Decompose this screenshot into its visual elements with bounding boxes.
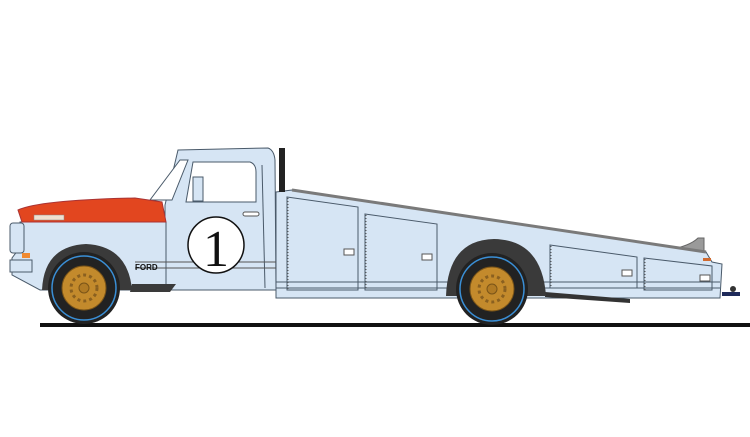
hitch-ball	[730, 286, 736, 292]
hub-cap	[486, 283, 498, 295]
grille	[9, 222, 25, 254]
bumper	[9, 259, 33, 273]
ground-line	[40, 323, 750, 327]
exhaust-pipe	[545, 292, 630, 303]
storage-door	[286, 196, 359, 291]
tire-ring	[51, 255, 117, 321]
hitch	[722, 292, 740, 296]
exhaust-stack	[279, 148, 285, 192]
storage-door	[643, 257, 713, 291]
tail-light	[703, 258, 711, 261]
race-number: 1	[203, 221, 229, 278]
storage-door	[364, 213, 438, 291]
windshield	[149, 159, 189, 201]
side-mirror	[192, 176, 204, 202]
marker-light	[22, 253, 30, 258]
tire-ring	[459, 256, 525, 322]
bed-rail	[291, 188, 707, 254]
door-handle	[242, 211, 260, 217]
storage-door	[549, 244, 638, 289]
ford-badge: FORD	[135, 263, 158, 272]
door-latch	[421, 253, 433, 261]
race-number-roundel	[187, 216, 245, 274]
hood-badge	[33, 214, 65, 221]
rear-wheel	[456, 253, 528, 325]
hub-bolts	[477, 274, 507, 304]
running-board	[130, 284, 176, 292]
hub-cap	[78, 282, 90, 294]
door-latch	[343, 248, 355, 256]
door-latch	[621, 269, 633, 277]
front-wheel	[48, 252, 120, 324]
door-latch	[699, 274, 711, 282]
hub-bolts	[69, 273, 99, 303]
